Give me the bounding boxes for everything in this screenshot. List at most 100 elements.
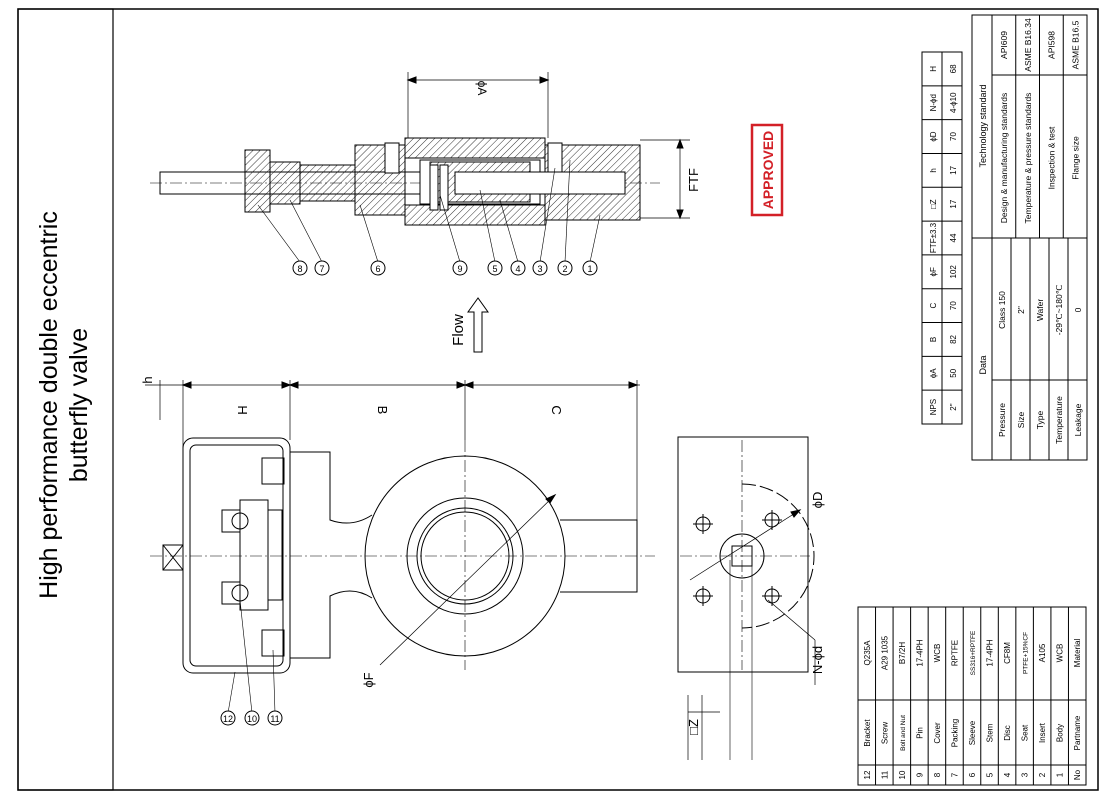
balloon: 6 — [370, 260, 386, 276]
balloon: 10 — [244, 710, 260, 726]
size-value: 82 — [949, 334, 958, 343]
flow-arrow: Flow — [450, 297, 489, 353]
data-value: 2" — [1016, 306, 1026, 314]
part-material: PTFE+15%CF — [1023, 632, 1030, 674]
data-label: Leakage — [1073, 403, 1083, 436]
part-name: Disc — [1003, 725, 1012, 741]
front-view — [145, 380, 720, 760]
dim-h-upper: H — [235, 405, 250, 414]
size-value: 68 — [949, 64, 958, 73]
part-material: Material — [1073, 639, 1082, 668]
title-line-1: High performance double eccentric — [35, 211, 63, 599]
size-value: 50 — [949, 368, 958, 377]
data-label: Type — [1035, 411, 1045, 430]
size-header: □Z — [929, 199, 938, 209]
part-no: 2 — [1038, 772, 1047, 777]
dim-c: C — [549, 405, 564, 414]
dim-z: □Z — [686, 719, 701, 735]
section-balloons: 8 7 6 9 5 4 3 2 1 — [292, 260, 598, 276]
part-name: Packing — [950, 719, 959, 747]
part-material: 17-4PH — [915, 639, 924, 666]
part-no: 5 — [986, 772, 995, 777]
title-strip — [17, 8, 114, 791]
data-label: Temperature — [1054, 396, 1064, 444]
standard-value: ASME B16.34 — [1023, 18, 1033, 72]
bolt-hole — [762, 510, 782, 530]
front-balloons: 12 10 11 — [220, 710, 283, 726]
approved-stamp: APPROVED — [750, 123, 784, 217]
standard-label: Temperature & pressure standards — [1023, 93, 1033, 224]
size-header: C — [929, 303, 938, 309]
svg-text:10: 10 — [247, 714, 257, 724]
part-no: 4 — [1003, 772, 1012, 777]
bolt-hole — [693, 514, 713, 534]
svg-text:4: 4 — [515, 264, 520, 274]
svg-text:8: 8 — [297, 264, 302, 274]
dim-ftf: FTF — [686, 168, 701, 192]
part-material: B7/2H — [898, 642, 907, 664]
part-material: 17-4PH — [986, 639, 995, 666]
part-no: 6 — [968, 772, 977, 777]
part-no: 10 — [898, 770, 907, 779]
svg-text:7: 7 — [319, 264, 324, 274]
standard-label: Design & manufacturing standards — [999, 93, 1009, 223]
part-material: WCB — [1056, 644, 1065, 663]
balloon: 1 — [582, 260, 598, 276]
balloon: 11 — [267, 710, 283, 726]
part-name: Pin — [915, 727, 924, 739]
part-material: A105 — [1038, 643, 1047, 662]
svg-text:2: 2 — [562, 264, 567, 274]
part-no: 9 — [915, 772, 924, 777]
svg-text:11: 11 — [270, 714, 279, 724]
data-value: -29℃~180℃ — [1054, 284, 1064, 335]
size-header: h — [929, 168, 938, 172]
part-name: Body — [1056, 724, 1065, 742]
section-view — [150, 72, 690, 263]
drawing-title: High performance double eccentric butter… — [35, 211, 93, 599]
part-no: 1 — [1056, 772, 1065, 777]
size-value: 4-ϕ10 — [949, 92, 958, 113]
size-value: 70 — [949, 132, 958, 141]
dim-phiD: ϕD — [810, 492, 825, 509]
data-value: Class 150 — [997, 291, 1007, 329]
data-value: Wafer — [1035, 299, 1045, 322]
data-label: Pressure — [997, 403, 1007, 437]
standard-label: Flange size — [1070, 136, 1080, 180]
svg-text:APPROVED: APPROVED — [760, 131, 776, 210]
balloon: 7 — [314, 260, 330, 276]
size-value: 102 — [949, 265, 958, 279]
size-value: 17 — [949, 165, 958, 174]
part-material: RPTFE — [950, 640, 959, 666]
part-name: Partname — [1073, 715, 1082, 750]
part-no: 12 — [863, 770, 872, 779]
part-name: Seat — [1021, 724, 1030, 741]
balloon: 12 — [220, 710, 236, 726]
size-header: ϕD — [929, 131, 938, 141]
balloon: 3 — [532, 260, 548, 276]
size-value: 17 — [949, 199, 958, 208]
part-no: 8 — [933, 772, 942, 777]
part-name: Bracket — [863, 719, 872, 747]
part-name: Bolt and Nut — [900, 715, 907, 751]
dim-b: B — [375, 406, 390, 415]
part-name: Cover — [933, 722, 942, 744]
part-material: A29 1035 — [880, 635, 889, 670]
svg-text:1: 1 — [587, 264, 592, 274]
standard-title: Technology standard — [978, 84, 988, 167]
part-no: 3 — [1021, 772, 1030, 777]
data-value: 0 — [1073, 307, 1083, 312]
data-label: Size — [1016, 411, 1026, 428]
size-header: N-ϕd — [929, 94, 938, 111]
size-value: 70 — [949, 301, 958, 310]
size-header: NPS — [929, 399, 938, 415]
dim-h-lower: h — [140, 376, 155, 383]
svg-text:6: 6 — [375, 264, 380, 274]
title-line-2: butterfly valve — [65, 328, 93, 482]
size-header: ϕF — [929, 267, 938, 276]
dim-phiF: ϕF — [361, 672, 376, 687]
part-name: Sleeve — [968, 720, 977, 745]
